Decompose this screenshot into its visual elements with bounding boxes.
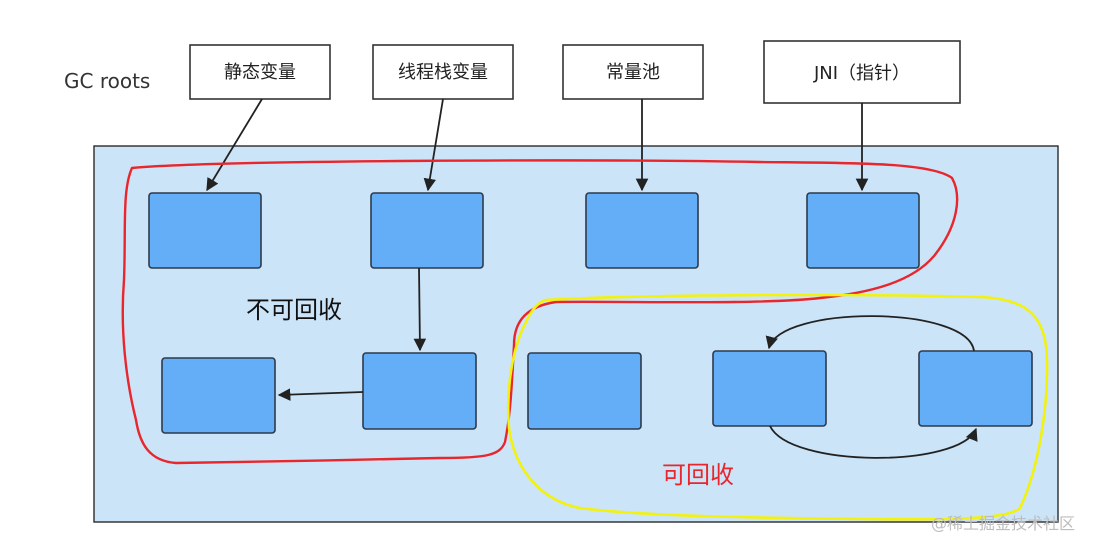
root-label-static: 静态变量 <box>224 62 296 83</box>
cycle-arrow-top <box>765 315 975 352</box>
root-label-constant-pool: 常量池 <box>606 62 660 83</box>
root-box-thread-stack: 线程栈变量 <box>372 44 514 100</box>
collectable-outline <box>506 293 1049 521</box>
root-box-static: 静态变量 <box>189 44 331 100</box>
root-box-constant-pool: 常量池 <box>562 44 704 100</box>
reference-arrow <box>413 267 427 352</box>
cycle-arrow-bottom <box>769 425 978 459</box>
object-box <box>527 352 642 430</box>
not-collectable-outline <box>121 159 959 465</box>
object-box <box>712 350 827 427</box>
object-box <box>585 192 699 269</box>
root-label-thread-stack: 线程栈变量 <box>398 62 488 83</box>
reference-arrow <box>277 388 364 401</box>
reference-arrow <box>423 98 444 192</box>
watermark: @稀土掘金技术社区 <box>931 514 1075 533</box>
root-box-jni: JNI（指针） <box>763 40 961 104</box>
not-collectable-label: 不可回收 <box>246 296 342 324</box>
object-box <box>806 192 920 269</box>
collectable-label: 可回收 <box>662 461 734 489</box>
object-box <box>148 192 262 269</box>
root-label-jni: JNI（指针） <box>813 63 910 84</box>
object-box <box>161 357 276 434</box>
gc-roots-label: GC roots <box>64 69 150 93</box>
object-box <box>362 352 477 430</box>
reference-arrow <box>206 98 263 192</box>
object-box <box>918 350 1033 427</box>
object-box <box>370 192 484 269</box>
